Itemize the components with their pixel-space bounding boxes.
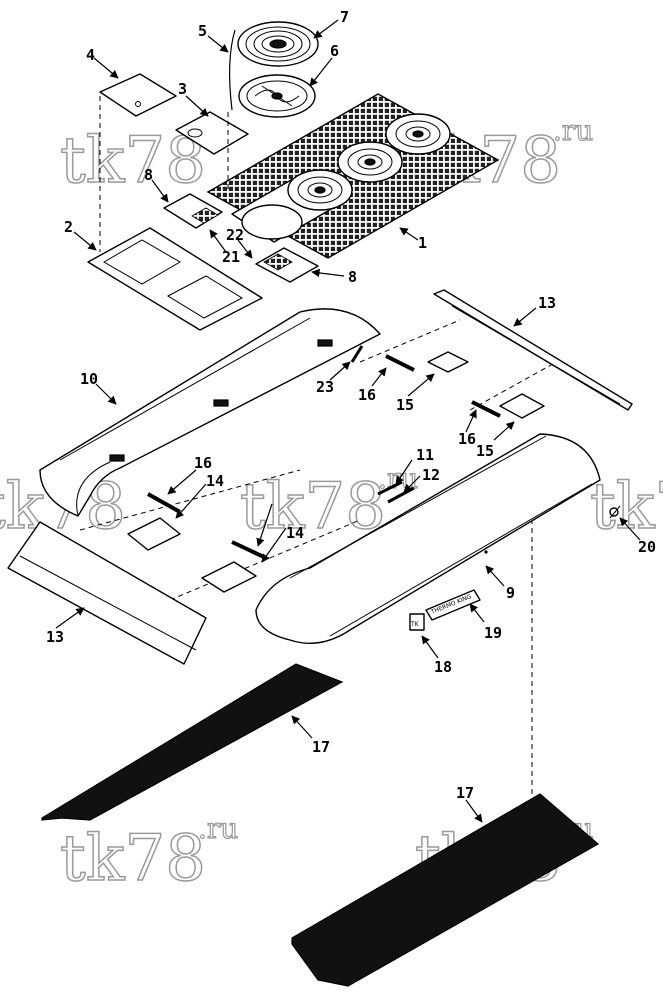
callout-7: 7 bbox=[340, 8, 349, 26]
assembly-line bbox=[469, 359, 561, 411]
watermark-text: tk78 bbox=[60, 124, 206, 198]
callout-16-a: 16 bbox=[358, 386, 376, 404]
hinge-part bbox=[201, 540, 267, 593]
decal-label: THERMO KING bbox=[425, 589, 481, 621]
upper-shroud-part bbox=[39, 308, 381, 517]
hinge-part bbox=[385, 351, 469, 373]
decal-logo: TK bbox=[409, 613, 425, 631]
callout-16-b: 16 bbox=[458, 430, 476, 448]
callout-18: 18 bbox=[434, 658, 452, 676]
hinge-part bbox=[471, 393, 545, 419]
dark-panel-part bbox=[291, 793, 600, 987]
bolt-part bbox=[609, 505, 621, 519]
fan-motor-part bbox=[238, 74, 316, 118]
lower-shroud-part bbox=[255, 433, 601, 645]
callout-12: 12 bbox=[422, 466, 440, 484]
assembly-line bbox=[79, 469, 301, 531]
base-frame-part bbox=[87, 227, 263, 331]
hinge-part bbox=[127, 492, 181, 551]
mesh-grille-part bbox=[206, 93, 500, 259]
callout-1: 1 bbox=[418, 234, 427, 252]
callout-20: 20 bbox=[638, 538, 656, 556]
callout-17-b: 17 bbox=[456, 784, 474, 802]
decal-logo-text: TK bbox=[410, 621, 420, 628]
callout-16-c: 16 bbox=[194, 454, 212, 472]
callout-14-a: 14 bbox=[206, 472, 224, 490]
lower-rail-part bbox=[7, 521, 207, 665]
callout-15-b: 15 bbox=[476, 442, 494, 460]
rail-part bbox=[433, 289, 633, 411]
callout-13-upper: 13 bbox=[538, 294, 556, 312]
callout-11: 11 bbox=[416, 446, 434, 464]
fan-grille-icon bbox=[337, 141, 403, 183]
callout-5: 5 bbox=[198, 22, 207, 40]
bracket-plate-part bbox=[255, 247, 319, 283]
bracket-plate-part bbox=[163, 193, 223, 229]
watermark-text: tk78 bbox=[590, 470, 663, 544]
callout-23: 23 bbox=[316, 378, 334, 396]
fan-grille-icon bbox=[385, 113, 451, 155]
assembly-line bbox=[359, 319, 461, 363]
watermark-text: tk78 bbox=[60, 822, 206, 896]
callout-9: 9 bbox=[506, 584, 515, 602]
callout-3: 3 bbox=[178, 80, 187, 98]
callout-14-b: 14 bbox=[286, 524, 304, 542]
fan-grille-icon bbox=[287, 169, 353, 211]
fan-grille-part bbox=[237, 21, 319, 67]
callout-2: 2 bbox=[64, 218, 73, 236]
watermark-suffix: .ru bbox=[198, 812, 238, 845]
callout-labels: 7 6 5 4 3 1 8 2 22 21 8 13 10 23 16 15 1… bbox=[46, 8, 656, 802]
watermark-suffix: .ru bbox=[553, 114, 593, 147]
callout-21: 21 bbox=[222, 248, 240, 266]
callout-19: 19 bbox=[484, 624, 502, 642]
wire-part bbox=[229, 29, 236, 111]
callout-10: 10 bbox=[80, 370, 98, 388]
small-plate-part bbox=[175, 111, 249, 155]
cover-plate-part bbox=[99, 73, 177, 117]
callout-15-a: 15 bbox=[396, 396, 414, 414]
dark-panel-part bbox=[41, 663, 344, 821]
callout-17-a: 17 bbox=[312, 738, 330, 756]
callout-22: 22 bbox=[226, 226, 244, 244]
clip-part bbox=[350, 345, 364, 363]
callout-13-lower: 13 bbox=[46, 628, 64, 646]
callout-6: 6 bbox=[330, 42, 339, 60]
leader-lines bbox=[55, 19, 641, 823]
watermark-text: tk78 bbox=[240, 470, 386, 544]
callout-8-lower: 8 bbox=[348, 268, 357, 286]
callout-8-upper: 8 bbox=[144, 166, 153, 184]
callout-4: 4 bbox=[86, 46, 95, 64]
